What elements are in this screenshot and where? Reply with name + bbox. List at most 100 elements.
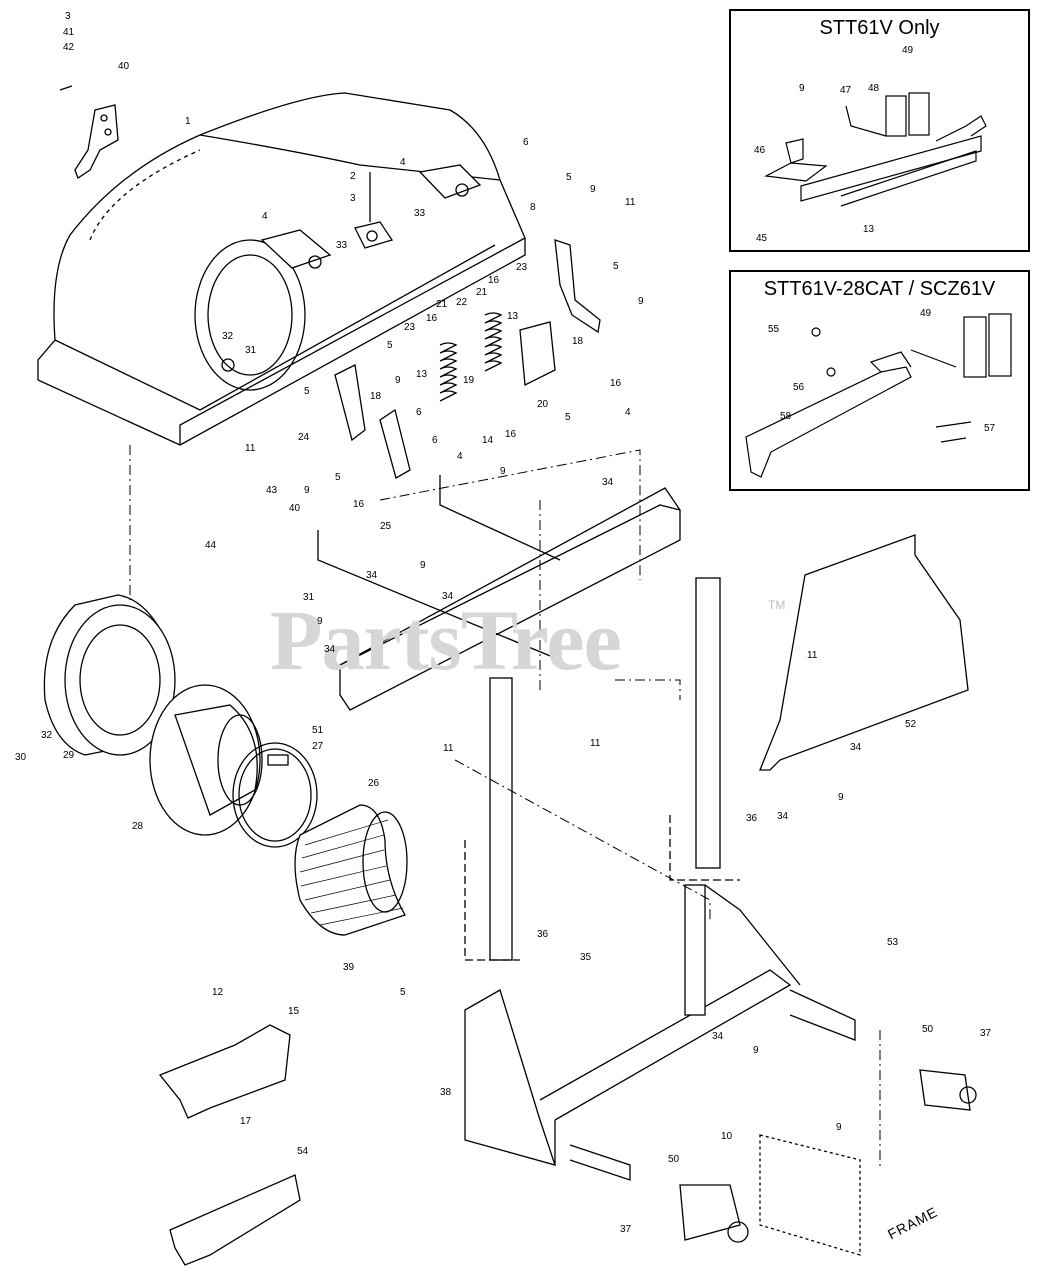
callout: 38 [440,1087,452,1098]
callout: 55 [768,324,780,335]
callout: 16 [488,275,500,286]
callout: 49 [902,45,914,56]
callout: 16 [426,313,438,324]
flex-hose [294,804,408,936]
side-brackets [334,239,601,479]
callout: 5 [566,172,572,183]
callout: 34 [850,742,862,753]
chute-housing [37,92,526,446]
callout: 39 [343,962,355,973]
callout: 2 [350,171,356,182]
callout: 44 [205,540,217,551]
callout: 9 [638,296,644,307]
callout: 14 [482,435,494,446]
callout: 19 [463,375,475,386]
callout: 9 [590,184,596,195]
callout: 15 [288,1006,300,1017]
adapter-flange [149,684,263,836]
callout: 35 [580,952,592,963]
callout: 17 [240,1116,252,1127]
inset-scz61v-title: STT61V-28CAT / SCZ61V [763,278,996,300]
callout: 3 [350,193,356,204]
callout: 9 [317,616,323,627]
crossmember [317,475,681,711]
callout: 36 [746,813,758,824]
callout: 23 [516,262,528,273]
callout: 51 [312,725,324,736]
callout: 36 [537,929,549,940]
callout: 5 [387,340,393,351]
callout: 40 [118,61,130,72]
callout: 27 [312,741,324,752]
bearing-brackets [679,1069,977,1243]
callout: 6 [523,137,529,148]
callout: 13 [507,311,519,322]
callout: 9 [799,83,805,94]
callout: 34 [777,811,789,822]
callout: 29 [63,750,75,761]
callout: 25 [380,521,392,532]
inset-stt61v-drawing [764,92,987,207]
uprights [464,577,740,961]
inset-stt61v-title: STT61V Only [819,17,940,39]
callout: 8 [530,202,536,213]
hose-clamp [232,742,318,848]
callout: 1 [185,116,191,127]
callout: 34 [712,1031,724,1042]
watermark-text: PartsTree [270,592,622,688]
callout: 10 [721,1131,733,1142]
inset-scz61v: STT61V-28CAT / SCZ61V [729,270,1030,491]
watermark-tm: TM [768,598,786,612]
callout: 11 [625,197,636,208]
callout: 5 [304,386,310,397]
callout: 11 [590,738,601,749]
callout: 31 [303,592,315,603]
callout: 23 [404,322,416,333]
callout: 9 [753,1045,759,1056]
callout: 34 [602,477,614,488]
callout: 58 [780,411,792,422]
callout: 12 [212,987,224,998]
callout: 16 [505,429,517,440]
leader-lines [129,445,881,1170]
callout: 50 [668,1154,680,1165]
callout: 5 [335,472,341,483]
callout: 5 [400,987,406,998]
callout: 30 [15,752,27,763]
callout: 52 [905,719,917,730]
callout: 31 [245,345,257,356]
callout: 16 [353,499,365,510]
callout: 53 [887,937,899,948]
callout: 4 [457,451,463,462]
callout: 48 [868,83,880,94]
callout: 37 [980,1028,992,1039]
callout: 33 [336,240,348,251]
inset-stt61v: STT61V Only [729,9,1030,252]
shields [158,1024,301,1266]
callout: 9 [420,560,426,571]
callout: 21 [436,299,448,310]
springs [439,312,503,402]
callout: 40 [289,503,301,514]
callout: 57 [984,423,996,434]
callout: 22 [456,297,468,308]
callout: 6 [416,407,422,418]
callout: 26 [368,778,380,789]
callout: 49 [920,308,932,319]
callout: 11 [807,650,818,661]
callout: 56 [793,382,805,393]
deflector-plate [759,534,969,771]
callout: 54 [297,1146,309,1157]
callout-42: 42 [63,42,75,53]
callout: 13 [863,224,875,235]
callout: 18 [572,336,584,347]
callout: 9 [838,792,844,803]
callout: 5 [613,261,619,272]
callout: 18 [370,391,382,402]
callout: 9 [836,1122,842,1133]
callout: 13 [416,369,428,380]
discharge-cone [43,594,176,756]
callout: 11 [443,743,454,754]
callout: 37 [620,1224,632,1235]
